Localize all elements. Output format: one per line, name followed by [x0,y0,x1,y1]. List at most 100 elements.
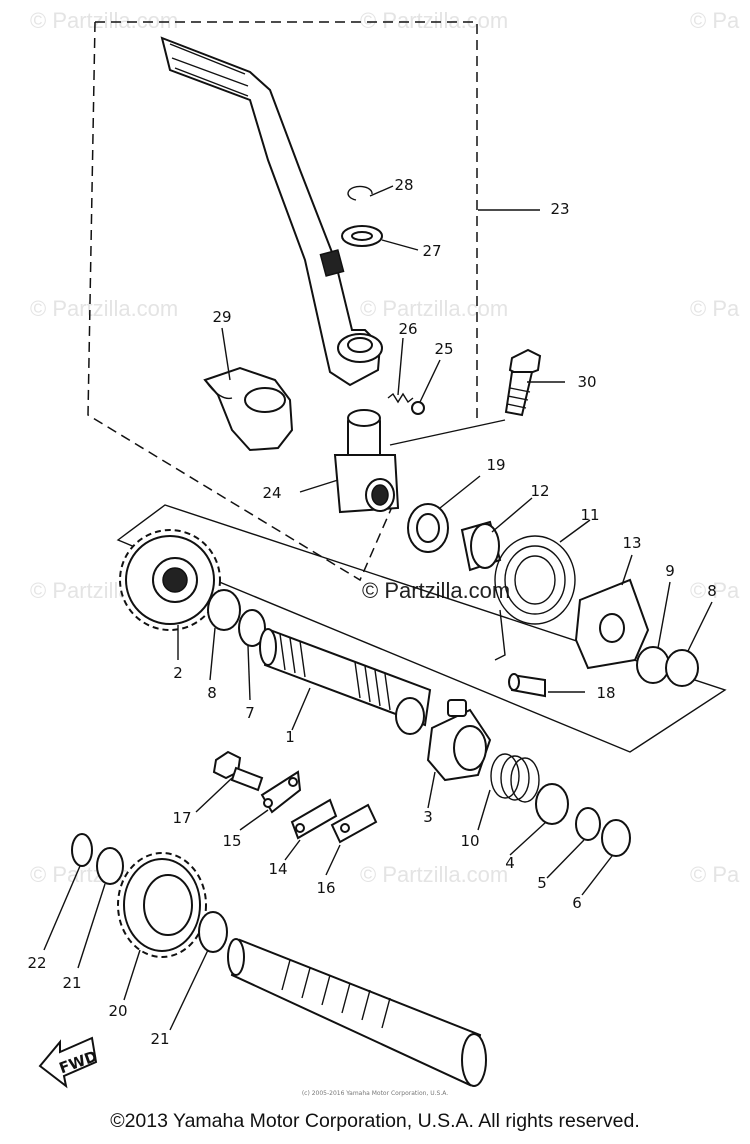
ratchet-part-3 [426,699,492,782]
watermark: © Partzilla.com [360,8,509,33]
watermark-center: © Partzilla.com [362,578,511,603]
callout-28: 28 [394,176,413,194]
leader-line [247,645,251,701]
circlip-part-28 [347,185,373,201]
leader-line [477,789,491,831]
copyright-notice: ©2013 Yamaha Motor Corporation, U.S.A. A… [110,1110,640,1132]
leader-line [123,949,141,1001]
leader-line [397,337,404,396]
callout-27: 27 [422,242,441,260]
callout-26: 26 [398,320,417,338]
callout-21: 21 [62,974,81,992]
leader-line [381,239,419,251]
oil-seal-part-19 [407,503,449,553]
collar-part-12 [460,520,502,572]
leader-line [687,601,713,652]
callout-18: 18 [596,684,615,702]
leader-line [221,327,231,381]
callout-11: 11 [580,506,599,524]
bolt-part-17 [212,750,264,792]
watermark: © Partzilla.com [360,296,509,321]
washer-part-21 [198,911,228,953]
leader-line [509,821,547,856]
circlip-part-9 [636,646,670,684]
callout-1: 1 [285,728,295,746]
circlip-part-22 [71,833,93,867]
callout-12: 12 [530,482,549,500]
callout-10: 10 [460,832,479,850]
leader-line [581,855,613,896]
spring-part-26 [387,392,414,404]
callout-15: 15 [222,832,241,850]
assembly-boundary-dashed [87,21,396,582]
ball-part-25 [411,401,425,415]
callout-29: 29 [212,308,231,326]
washer-part-27 [341,225,383,247]
kick-gear-part-2 [119,529,221,631]
leader-line [77,883,106,969]
callout-20: 20 [108,1002,127,1020]
torsion-spring-part-11 [494,535,576,661]
leader-line [427,771,436,809]
small-copyright: (c) 2005-2016 Yamaha Motor Corporation, … [301,1090,449,1097]
watermark: © Partzilla.com [30,296,179,321]
callout-3: 3 [423,808,433,826]
callout-25: 25 [434,340,453,358]
callout-17: 17 [172,809,191,827]
plate-part-14 [290,798,338,840]
plate-part-16 [330,803,378,844]
spring-part-10 [490,753,540,803]
callout-22: 22 [27,954,46,972]
pin-part-18 [508,673,546,698]
leader-line [169,949,209,1031]
watermark: © Partzilla.com [360,862,509,887]
main-shaft [227,938,487,1087]
plate-part-15 [260,770,302,814]
watermark: © Partzilla.com [30,8,179,33]
callout-8: 8 [207,684,217,702]
leader-line [291,687,311,731]
leader-line [239,809,269,831]
assembly-boundary-dashed [95,21,478,420]
leader-line [559,519,591,543]
bolt-part-30 [504,348,542,417]
leader-line [546,839,585,879]
shaft-assembly-outline [116,504,727,753]
watermark: © Pa [690,8,740,33]
leader-line [439,475,481,509]
leader-line [621,554,633,586]
callout-14: 14 [268,860,287,878]
circlip-part-5 [575,807,601,841]
callout-4: 4 [505,854,515,872]
gear-part-20 [117,852,207,958]
kick-crank-lever [160,36,383,387]
callout-layer: 1234567889101112131415161718192021212223… [27,176,716,1048]
leader-line [369,185,394,197]
leader-line [43,865,81,951]
callout-6: 6 [572,894,582,912]
callout-19: 19 [486,456,505,474]
washer-part-4 [535,783,569,825]
callout-8: 8 [707,582,717,600]
leader-line [209,627,216,681]
callout-9: 9 [665,562,675,580]
circlip-part-7 [238,609,266,647]
fwd-arrow-icon: FWD [38,1036,100,1089]
kick-axle-part-1 [259,628,432,735]
callout-2: 2 [173,664,183,682]
callout-24: 24 [262,484,281,502]
cover-part-29 [203,366,294,452]
leader-line [657,581,671,649]
leader-line [325,844,341,876]
leader-line [195,777,233,813]
callout-30: 30 [577,373,596,391]
callout-21: 21 [150,1030,169,1048]
callout-16: 16 [316,879,335,897]
washer-part-8 [207,589,241,631]
plate-part-13 [574,578,650,670]
washer-part-21 [96,847,124,885]
leader-line [299,479,339,493]
watermark: © Pa [690,862,740,887]
